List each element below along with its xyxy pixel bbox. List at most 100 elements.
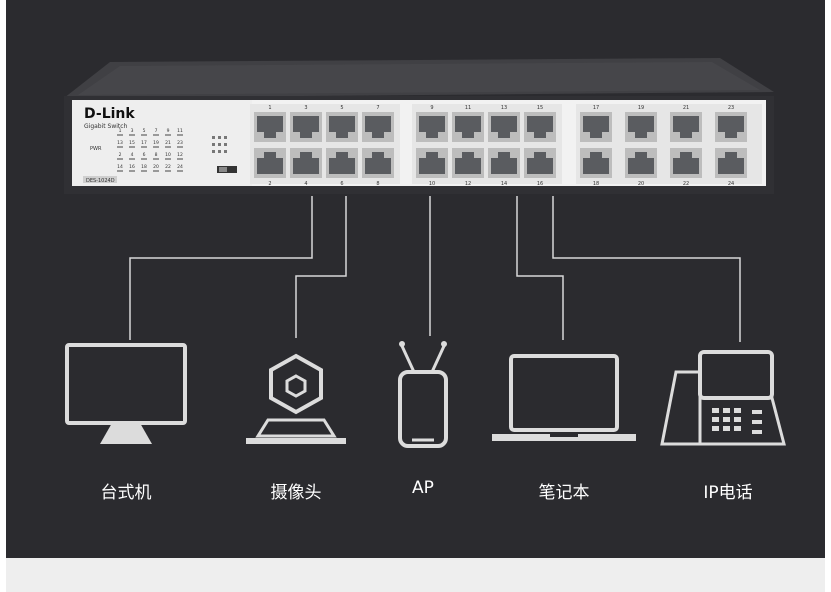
led-light — [153, 134, 159, 136]
led-number: 8 — [155, 152, 158, 158]
led-number: 9 — [167, 128, 170, 134]
port-number-top: 13 — [501, 105, 507, 111]
led-light — [129, 134, 135, 136]
rj45-socket — [293, 152, 319, 174]
led-number: 12 — [177, 152, 183, 158]
led-number: 13 — [117, 140, 123, 146]
rj45-socket — [527, 152, 553, 174]
port-number-bottom: 24 — [728, 181, 734, 187]
led-light — [129, 170, 135, 172]
port-number-top: 23 — [728, 105, 734, 111]
label-laptop: 笔记本 — [538, 483, 590, 503]
led-number: 15 — [129, 140, 135, 146]
line-desktop — [129, 196, 313, 340]
led-number: 23 — [177, 140, 183, 146]
led-number: 5 — [143, 128, 146, 134]
model-badge — [83, 176, 117, 183]
rj45-socket — [365, 152, 391, 174]
led-number: 16 — [129, 164, 135, 170]
rj45-socket — [673, 116, 699, 138]
led-light — [165, 146, 171, 148]
led-light — [177, 146, 183, 148]
model-name: Gigabit Switch — [84, 123, 128, 130]
rj45-socket — [628, 152, 654, 174]
led-light — [153, 146, 159, 148]
port-number-top: 19 — [638, 105, 644, 111]
led-light — [141, 158, 147, 160]
led-light — [177, 170, 183, 172]
port-number-bottom: 2 — [268, 181, 271, 187]
led-light — [117, 158, 123, 160]
label-desktop: 台式机 — [100, 483, 152, 503]
led-light — [117, 146, 123, 148]
led-light — [153, 158, 159, 160]
model-badge-text: DES-1024D — [86, 178, 115, 184]
rj45-socket — [455, 116, 481, 138]
led-number: 6 — [143, 152, 146, 158]
rj45-socket — [293, 116, 319, 138]
laptop-icon — [492, 354, 636, 441]
port-number-top: 15 — [537, 105, 543, 111]
led-number: 11 — [177, 128, 183, 134]
rj45-socket — [257, 152, 283, 174]
rj45-socket — [583, 116, 609, 138]
label-ap: AP — [412, 478, 434, 498]
led-light — [141, 134, 147, 136]
led-number: 7 — [155, 128, 158, 134]
rj45-socket — [455, 152, 481, 174]
desktop-monitor-icon — [65, 343, 187, 444]
led-light — [153, 170, 159, 172]
led-light — [129, 146, 135, 148]
rj45-socket — [491, 116, 517, 138]
led-number: 10 — [165, 152, 171, 158]
led-number: 14 — [117, 164, 123, 170]
rj45-socket — [628, 116, 654, 138]
rj45-socket — [718, 152, 744, 174]
ip-phone-icon — [660, 350, 786, 446]
led-number: 21 — [165, 140, 171, 146]
port-number-bottom: 20 — [638, 181, 644, 187]
port-number-bottom: 10 — [429, 181, 435, 187]
led-light — [177, 158, 183, 160]
port-number-top: 21 — [683, 105, 689, 111]
port-number-top: 3 — [304, 105, 307, 111]
led-number: 22 — [165, 164, 171, 170]
rj45-socket — [583, 152, 609, 174]
line-laptop — [516, 196, 564, 340]
port-number-bottom: 18 — [593, 181, 599, 187]
rj45-socket — [329, 116, 355, 138]
led-number: 19 — [153, 140, 159, 146]
rj45-socket — [491, 152, 517, 174]
led-number: 4 — [131, 152, 134, 158]
port-number-top: 1 — [268, 105, 271, 111]
brand-logo: D-Link — [84, 106, 135, 122]
label-ipphone: IP电话 — [703, 483, 753, 503]
port-number-bottom: 16 — [537, 181, 543, 187]
led-light — [141, 146, 147, 148]
led-number: 3 — [131, 128, 134, 134]
rj45-socket — [673, 152, 699, 174]
connection-lines — [129, 196, 741, 342]
port-number-bottom: 4 — [304, 181, 307, 187]
rj45-socket — [257, 116, 283, 138]
port-number-bottom: 6 — [340, 181, 343, 187]
port-number-top: 11 — [465, 105, 471, 111]
led-number: 18 — [141, 164, 147, 170]
led-light — [117, 170, 123, 172]
led-light — [129, 158, 135, 160]
led-number: 2 — [119, 152, 122, 158]
port-number-bottom: 8 — [376, 181, 379, 187]
led-light — [177, 134, 183, 136]
port-number-bottom: 12 — [465, 181, 471, 187]
led-light — [165, 158, 171, 160]
port-number-top: 7 — [376, 105, 379, 111]
led-number: 1 — [119, 128, 122, 134]
rj45-socket — [329, 152, 355, 174]
label-camera: 摄像头 — [270, 483, 322, 503]
led-light — [141, 170, 147, 172]
port-number-top: 17 — [593, 105, 599, 111]
